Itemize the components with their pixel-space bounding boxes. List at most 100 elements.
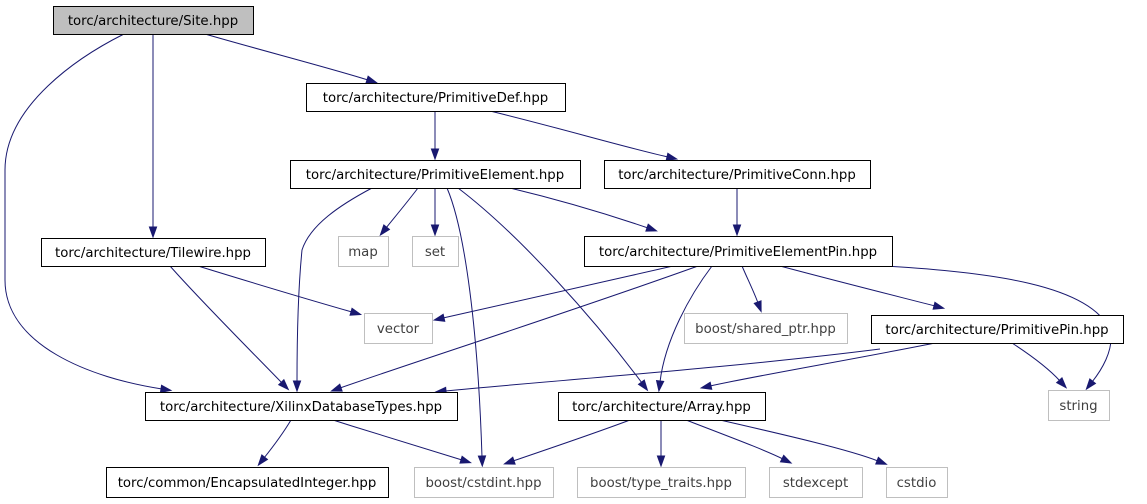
node-box	[306, 83, 566, 112]
edge-line	[197, 265, 353, 313]
node-label: torc/architecture/PrimitiveElement.hpp	[306, 168, 564, 183]
node-primitiveelement[interactable]: torc/architecture/PrimitiveElement.hpp	[290, 160, 581, 189]
node-label: torc/architecture/Site.hpp	[68, 14, 238, 29]
edge-primitiveelementpin-to-shared_ptr	[741, 265, 762, 313]
arrowhead	[637, 379, 649, 392]
edges-layer	[4, 33, 1112, 468]
node-label: torc/architecture/PrimitivePin.hpp	[885, 323, 1108, 338]
edge-array-to-cstdint	[503, 419, 631, 465]
edge-line	[4, 33, 163, 390]
node-encapsulatedinteger[interactable]: torc/common/EncapsulatedInteger.hpp	[106, 467, 389, 498]
node-box	[1048, 390, 1110, 421]
node-primitiveelementpin[interactable]: torc/architecture/PrimitiveElementPin.hp…	[584, 236, 893, 267]
edge-array-to-type_traits	[656, 420, 666, 468]
edge-line	[779, 265, 936, 307]
arrowhead	[330, 383, 343, 392]
node-box	[414, 467, 554, 498]
node-cstdio: cstdio	[886, 467, 948, 498]
node-box	[886, 467, 948, 498]
edge-array-to-cstdio	[719, 419, 888, 465]
edge-primitiveelementpin-to-array	[655, 265, 713, 393]
node-shared-ptr: boost/shared_ptr.hpp	[684, 313, 848, 344]
node-label: cstdio	[897, 476, 937, 491]
arrowhead	[753, 300, 762, 313]
edge-line	[446, 187, 483, 458]
edge-primitiveelement-to-primitiveelementpin	[509, 187, 658, 232]
edge-line	[659, 265, 713, 383]
node-box	[412, 236, 459, 267]
node-box	[577, 467, 746, 498]
arrowhead	[779, 454, 793, 464]
edge-line	[263, 419, 292, 459]
edge-line	[444, 348, 881, 392]
edge-primitivepin-to-array	[699, 342, 936, 390]
arrowhead	[655, 379, 665, 393]
edge-line	[709, 342, 936, 387]
node-label: map	[348, 245, 378, 260]
node-label: boost/type_traits.hpp	[590, 476, 732, 491]
node-primitiveconn[interactable]: torc/architecture/PrimitiveConn.hpp	[604, 160, 871, 189]
node-label: stdexcept	[783, 476, 848, 491]
node-cstdint: boost/cstdint.hpp	[414, 467, 554, 498]
node-label: torc/architecture/Array.hpp	[572, 400, 751, 415]
edge-xilinxdbtypes-to-encapsulatedinteger	[257, 419, 292, 467]
arrowhead	[1055, 376, 1068, 389]
edge-primitiveelement-to-array	[457, 187, 649, 392]
node-set: set	[412, 236, 459, 267]
edge-line	[489, 110, 669, 158]
edge-line	[457, 187, 643, 384]
edge-line	[741, 265, 759, 304]
node-label: boost/cstdint.hpp	[425, 476, 541, 491]
edge-line	[512, 419, 631, 462]
node-label: string	[1059, 399, 1097, 414]
arrowhead	[665, 152, 679, 161]
edge-primitiveelementpin-to-xilinxdbtypes	[330, 265, 699, 392]
node-site[interactable]: torc/architecture/Site.hpp	[53, 6, 254, 35]
node-primitivepin[interactable]: torc/architecture/PrimitivePin.hpp	[871, 315, 1124, 344]
edge-line	[296, 187, 373, 383]
arrowhead	[645, 223, 658, 232]
arrowhead	[932, 301, 946, 310]
node-xilinxdbtypes[interactable]: torc/architecture/XilinxDatabaseTypes.hp…	[145, 392, 458, 421]
edge-primitivedef-to-primitiveelement	[430, 111, 440, 161]
edge-site-to-primitivedef	[204, 33, 378, 84]
edge-primitiveelement-to-xilinxdbtypes	[292, 187, 373, 393]
arrowhead	[159, 384, 173, 394]
arrowhead	[656, 455, 666, 468]
edge-line	[332, 419, 463, 461]
node-array[interactable]: torc/architecture/Array.hpp	[558, 392, 766, 421]
edge-primitiveelementpin-to-vector	[432, 265, 674, 322]
edge-site-to-tilewire	[148, 34, 158, 239]
node-box	[684, 313, 848, 344]
node-box	[338, 236, 389, 267]
arrowhead	[477, 455, 487, 468]
edge-primitiveconn-to-primitiveelementpin	[732, 188, 742, 237]
edge-primitivedef-to-primitiveconn	[489, 110, 679, 161]
node-map: map	[338, 236, 389, 267]
node-box	[364, 313, 433, 344]
arrowhead	[1085, 378, 1097, 391]
node-box	[41, 238, 266, 267]
node-box	[290, 160, 581, 189]
edge-line	[883, 265, 1112, 383]
node-box	[604, 160, 871, 189]
node-box	[558, 392, 766, 421]
arrowhead	[349, 307, 363, 316]
edge-line	[169, 265, 283, 384]
edge-line	[339, 265, 699, 389]
edge-line	[1011, 342, 1061, 382]
node-primitivedef[interactable]: torc/architecture/PrimitiveDef.hpp	[306, 83, 566, 112]
arrowhead	[379, 224, 391, 237]
nodes-layer: torc/architecture/Site.hpp torc/architec…	[41, 6, 1124, 498]
arrowhead	[292, 380, 302, 393]
arrowhead	[148, 226, 158, 239]
arrowhead	[430, 148, 440, 161]
edge-primitiveelementpin-to-primitivepin	[779, 265, 946, 310]
node-label: torc/architecture/PrimitiveElementPin.hp…	[599, 245, 877, 260]
arrowhead	[430, 224, 440, 237]
edge-line	[204, 33, 369, 81]
node-box	[53, 6, 254, 35]
node-tilewire[interactable]: torc/architecture/Tilewire.hpp	[41, 238, 266, 267]
node-label: torc/architecture/PrimitiveConn.hpp	[618, 168, 856, 183]
